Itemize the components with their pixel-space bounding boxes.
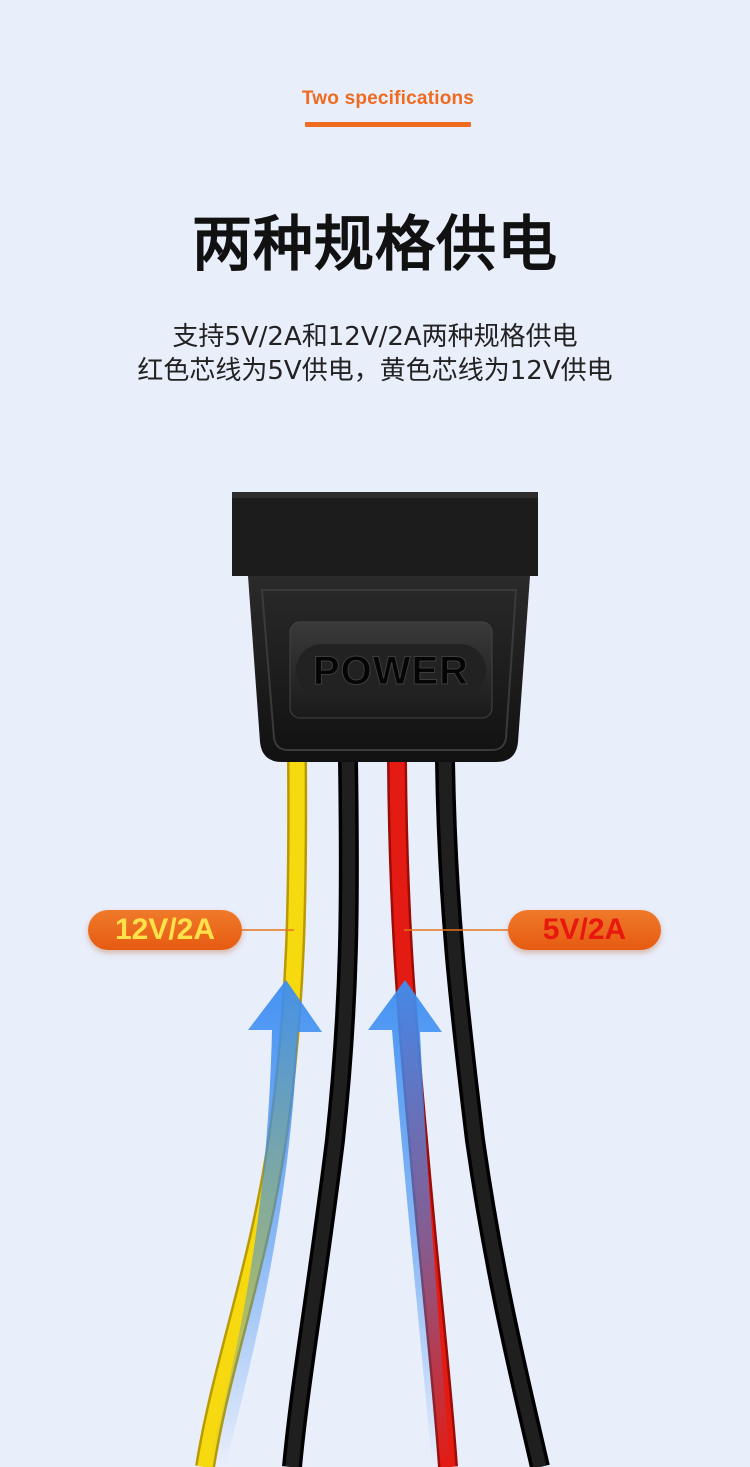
eyebrow-underline [305,122,471,127]
wire-black-2 [435,759,550,1467]
subtitle-line-2: 红色芯线为5V供电，黄色芯线为12V供电 [137,356,613,386]
subtitle-line-1: 支持5V/2A和12V/2A两种规格供电 [172,322,578,352]
eyebrow-label: Two specifications [301,88,475,109]
connector-label: POWER [313,649,469,693]
voltage-badge-12v: 12V/2A [88,910,242,950]
voltage-badge-5v: 5V/2A [508,910,661,950]
wire-black-1 [282,759,359,1467]
arrow-up-icon [208,980,322,1467]
arrow-up-icon [368,980,450,1467]
page-title: 两种规格供电 [192,210,558,280]
power-connector: POWER [232,492,538,762]
